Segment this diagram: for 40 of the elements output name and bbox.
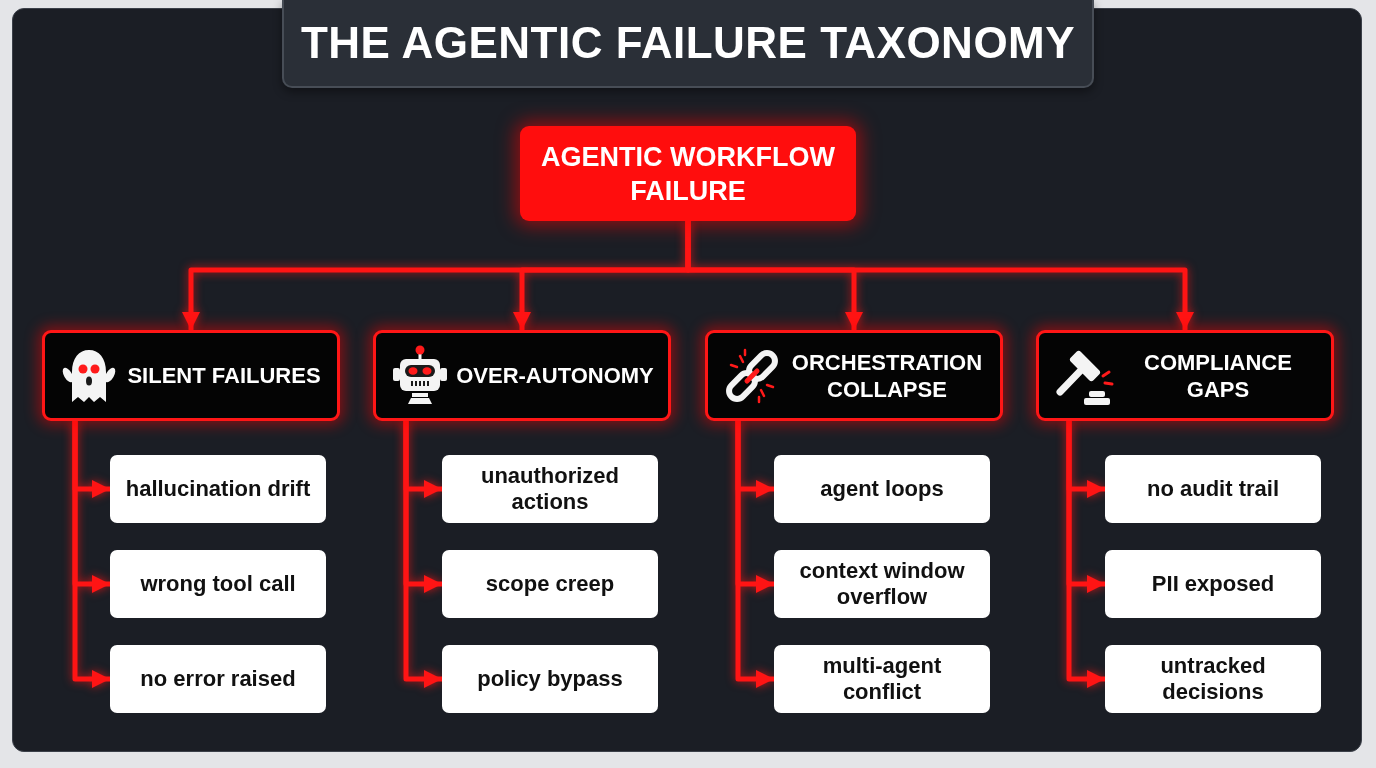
connector-arrow	[72, 421, 110, 688]
subcategory-label: unauthorized actions	[479, 463, 621, 515]
connector-arrow	[403, 421, 442, 688]
subcategory-box	[110, 550, 326, 618]
subcategory-label: context window overflow	[798, 558, 966, 610]
title-banner: THE AGENTIC FAILURE TAXONOMY	[282, 0, 1094, 88]
subcategory-label: wrong tool call	[140, 571, 296, 597]
subcategory-box	[442, 455, 658, 523]
subcategory-label: hallucination drift	[125, 476, 311, 502]
subcategory-label: no audit trail	[1147, 476, 1279, 502]
root-box	[520, 126, 856, 221]
connector-arrow	[1066, 421, 1105, 688]
category-box	[373, 330, 671, 421]
subcategory-box	[774, 645, 990, 713]
subcategory-box	[110, 455, 326, 523]
subcategory-label: multi-agent conflict	[821, 653, 943, 705]
subcategory-box	[110, 645, 326, 713]
connector-arrow	[735, 421, 774, 688]
subcategory-label: scope creep	[485, 571, 615, 597]
subcategory-box	[774, 455, 990, 523]
subcategory-label: agent loops	[820, 476, 944, 502]
connector-arrow	[685, 221, 1194, 330]
category-box	[1036, 330, 1334, 421]
subcategory-box	[774, 550, 990, 618]
category-label: ORCHESTRATION COLLAPSE	[790, 348, 984, 403]
subcategory-box	[1105, 550, 1321, 618]
subcategory-label: no error raised	[140, 666, 296, 692]
subcategory-box	[442, 645, 658, 713]
category-label: OVER-AUTONOMY	[455, 362, 655, 389]
category-box	[42, 330, 340, 421]
subcategory-box	[442, 550, 658, 618]
category-label: COMPLIANCE GAPS	[1143, 348, 1293, 403]
subcategory-box	[1105, 645, 1321, 713]
category-box	[705, 330, 1003, 421]
category-label: SILENT FAILURES	[126, 362, 322, 389]
subcategory-label: PII exposed	[1151, 571, 1275, 597]
root-label: AGENTIC WORKFLOW FAILURE	[540, 140, 836, 208]
subcategory-box	[1105, 455, 1321, 523]
subcategory-label: untracked decisions	[1159, 653, 1267, 705]
subcategory-label: policy bypass	[477, 666, 623, 692]
